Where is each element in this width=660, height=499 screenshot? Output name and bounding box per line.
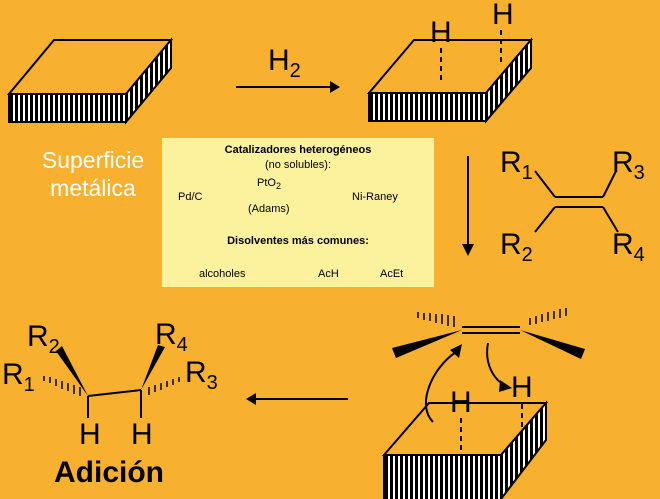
alkene-r3: R3: [612, 146, 645, 184]
product-h-right: H: [131, 418, 153, 451]
bottom-surface-h-right: H: [511, 371, 533, 404]
product-r4: R4: [155, 318, 188, 356]
product-h-left: H: [79, 418, 101, 451]
curved-arrowhead-down: [499, 380, 512, 392]
solvents-title: Disolventes más comunes:: [227, 235, 369, 247]
surface-label: Superficie metálica: [30, 146, 156, 202]
adicion-label: Adición: [54, 456, 164, 489]
catalyst-title: Catalizadores heterogéneos: [224, 144, 372, 156]
solvent-acet: AcEt: [380, 268, 404, 280]
metal-surface-slab-1: [6, 37, 174, 125]
alkene-structure: [534, 170, 619, 233]
surface-label-line1: Superficie: [41, 147, 145, 173]
product-structure: [43, 345, 180, 418]
catalyst-info-box: Catalizadores heterogéneos (no solubles)…: [162, 138, 434, 287]
product-r2: R2: [27, 320, 60, 358]
arrow-left: [246, 393, 348, 405]
surface-h-left: H: [430, 16, 452, 49]
metal-surface-slab-3: [381, 400, 549, 499]
product-r1: R1: [2, 358, 35, 396]
alkene-r4: R4: [612, 228, 645, 266]
catalyst-subtitle: (no solubles):: [264, 159, 332, 171]
catalyst-adams: (Adams): [248, 203, 290, 215]
bottom-surface-h-left: H: [450, 386, 472, 419]
alkene-r2: R2: [500, 228, 533, 266]
arrow-h2: [236, 81, 340, 93]
curved-arrowhead-up: [450, 344, 462, 358]
metal-surface-slab-2: [366, 30, 534, 124]
alkene-r1: R1: [500, 146, 533, 184]
solvent-alcoholes: alcoholes: [199, 268, 246, 280]
surface-label-line2: metálica: [50, 175, 136, 201]
product-r3: R3: [185, 356, 218, 394]
solvent-ach: AcH: [318, 268, 339, 280]
catalyst-pto2: PtO2: [257, 177, 281, 191]
arrow-down: [462, 156, 474, 256]
surface-h-right: H: [492, 0, 514, 31]
catalyst-pdc: Pd/C: [178, 191, 203, 203]
adsorbed-alkene: [392, 308, 585, 359]
catalyst-niraney: Ni-Raney: [352, 191, 398, 203]
h2-label: H2: [268, 44, 301, 82]
